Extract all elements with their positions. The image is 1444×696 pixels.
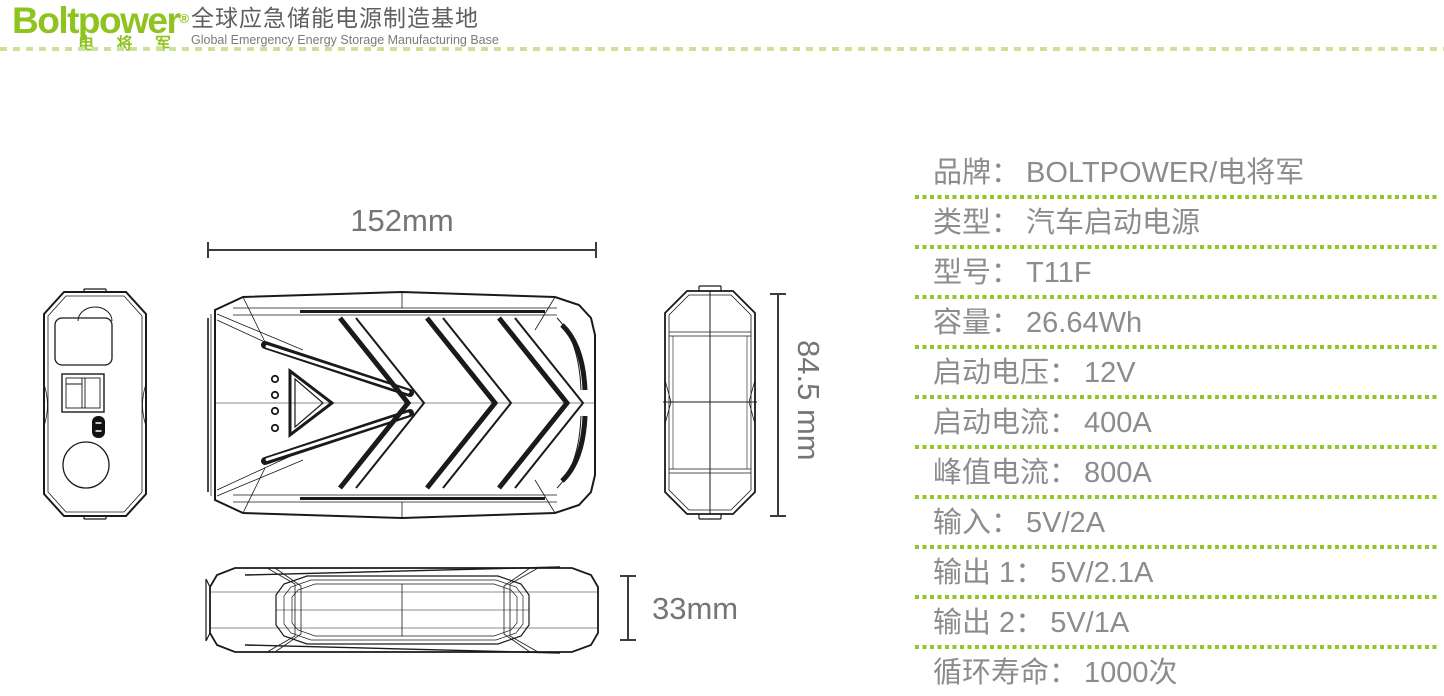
spec-value: T11F [1026, 257, 1092, 289]
spec-colon: ： [991, 507, 1021, 539]
spec-row-input: 输入：5V/2A [915, 499, 1440, 549]
spec-label: 输入 [933, 507, 992, 539]
brand-wordmark: Boltpower® [12, 0, 189, 41]
spec-label: 循环寿命 [933, 657, 1050, 689]
height-dimension-label: 84.5 mm [791, 340, 826, 461]
boltpower-logo: Boltpower® 电 将 军 [12, 0, 189, 54]
spec-value: 5V/2.1A [1050, 557, 1154, 589]
spec-value: 5V/2A [1026, 507, 1106, 539]
top-view-svg [207, 290, 596, 520]
spec-value: 5V/1A [1050, 607, 1130, 639]
width-dimension-line [207, 242, 597, 258]
spec-row-model: 型号：T11F [915, 249, 1440, 299]
width-dimension-label: 152mm [350, 203, 454, 238]
profile-view-svg [205, 566, 599, 654]
spec-label: 输出 2 [933, 607, 1016, 639]
side-view-drawing [663, 285, 757, 520]
spec-colon: ： [991, 257, 1021, 289]
spec-colon: ： [1015, 607, 1045, 639]
spec-row-start-current: 启动电流：400A [915, 399, 1440, 449]
spec-value: 1000次 [1084, 657, 1178, 689]
spec-row-start-voltage: 启动电压：12V [915, 349, 1440, 399]
spec-colon: ： [1015, 557, 1045, 589]
height-dimension-line [770, 293, 786, 517]
spec-colon: ： [1049, 357, 1079, 389]
profile-view-drawing [205, 562, 600, 658]
spec-label: 型号 [933, 257, 992, 289]
spec-row-output1: 输出 1：5V/2.1A [915, 549, 1440, 599]
spec-row-output2: 输出 2：5V/1A [915, 599, 1440, 649]
side-view-svg [663, 285, 757, 520]
spec-row-cycle-life: 循环寿命：1000次 [915, 649, 1440, 696]
tagline-chinese: 全球应急储能电源制造基地 [191, 5, 479, 31]
spec-value: 汽车启动电源 [1026, 207, 1201, 239]
spec-label: 输出 1 [933, 557, 1016, 589]
header-tagline: 全球应急储能电源制造基地 Global Emergency Energy Sto… [191, 5, 499, 47]
brand-text: Boltpower [12, 0, 181, 41]
spec-colon: ： [1049, 457, 1079, 489]
spec-row-brand: 品牌：BOLTPOWER/电将军 [915, 149, 1440, 199]
spec-colon: ： [1049, 407, 1079, 439]
spec-value: BOLTPOWER/电将军 [1026, 157, 1305, 189]
spec-value: 12V [1084, 357, 1136, 389]
spec-row-capacity: 容量：26.64Wh [915, 299, 1440, 349]
thickness-dimension-line [620, 575, 636, 641]
end-view-svg [43, 288, 147, 520]
registered-trademark-icon: ® [179, 11, 189, 26]
end-view-drawing [40, 288, 150, 520]
thickness-dimension-label: 33mm [652, 591, 739, 626]
tagline-english: Global Emergency Energy Storage Manufact… [191, 33, 499, 47]
spec-colon: ： [991, 207, 1021, 239]
spec-table: 品牌：BOLTPOWER/电将军 类型：汽车启动电源 型号：T11F 容量：26… [915, 149, 1440, 696]
spec-value: 26.64Wh [1026, 307, 1143, 339]
spec-colon: ： [1049, 657, 1079, 689]
spec-colon: ： [991, 157, 1021, 189]
spec-row-peak-current: 峰值电流：800A [915, 449, 1440, 499]
spec-value: 400A [1084, 407, 1152, 439]
spec-label: 峰值电流 [933, 457, 1050, 489]
top-view-drawing [205, 290, 600, 520]
header-dashed-divider [0, 47, 1444, 51]
spec-label: 启动电流 [933, 407, 1050, 439]
spec-label: 启动电压 [933, 357, 1050, 389]
spec-label: 品牌 [933, 157, 992, 189]
spec-label: 类型 [933, 207, 992, 239]
spec-row-type: 类型：汽车启动电源 [915, 199, 1440, 249]
spec-value: 800A [1084, 457, 1152, 489]
spec-colon: ： [991, 307, 1021, 339]
spec-label: 容量 [933, 307, 992, 339]
